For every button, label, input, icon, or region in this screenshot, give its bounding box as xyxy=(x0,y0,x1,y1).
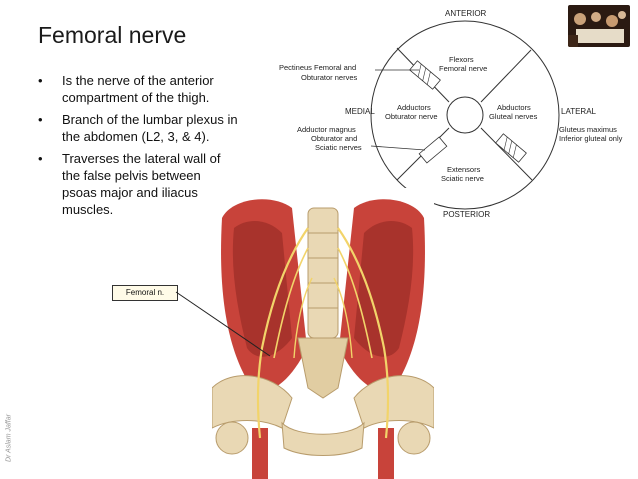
pectineus-label: Pectineus Femoral and xyxy=(279,63,356,72)
pelvis-anatomy-illustration xyxy=(212,188,434,479)
extensors-label: Extensors xyxy=(447,165,481,174)
medial-label: MEDIAL xyxy=(345,107,375,116)
bullet-list: • Is the nerve of the anterior compartme… xyxy=(38,72,238,223)
bullet-item: • Branch of the lumbar plexus in the abd… xyxy=(38,111,238,145)
flexors-label: Flexors xyxy=(449,55,474,64)
thigh-outline-circle xyxy=(370,20,560,210)
adductors-label: Obturator nerve xyxy=(385,112,438,121)
lateral-label: LATERAL xyxy=(561,107,597,116)
bullet-item: • Is the nerve of the anterior compartme… xyxy=(38,72,238,106)
abductors-label: Abductors xyxy=(497,103,531,112)
abductors-label: Gluteal nerves xyxy=(489,112,538,121)
femur-circle xyxy=(446,96,484,134)
nerve-bundle-icon xyxy=(409,60,441,90)
bullet-text: Is the nerve of the anterior compartment… xyxy=(62,73,214,105)
bullet-text: Traverses the lateral wall of the false … xyxy=(62,151,221,217)
nerve-bundle-icon xyxy=(495,133,527,163)
bullet-dot: • xyxy=(38,73,43,88)
adductors-label: Adductors xyxy=(397,103,431,112)
thigh-compartment-diagram: ANTERIOR POSTERIOR MEDIAL LATERAL Pectin… xyxy=(279,9,623,219)
pectineus-label: Obturator nerves xyxy=(301,73,358,82)
pointer-line xyxy=(370,145,426,151)
watermark-text: Dr Aslam Jaffar xyxy=(5,413,13,462)
septum-line xyxy=(480,127,533,181)
adductor-magnus-label: Sciatic nerves xyxy=(315,143,362,152)
gluteus-label: Inferior gluteal only xyxy=(559,134,623,143)
femoral-nerve-label: Femoral n. xyxy=(112,285,178,301)
flexors-label: Femoral nerve xyxy=(439,64,487,73)
extensors-label: Sciatic nerve xyxy=(441,174,484,183)
bullet-dot: • xyxy=(38,151,43,166)
adductor-magnus-label: Adductor magnus xyxy=(297,125,356,134)
bullet-dot: • xyxy=(38,112,43,127)
bullet-item: • Traverses the lateral wall of the fals… xyxy=(38,150,238,218)
gluteus-label: Gluteus maximus xyxy=(559,125,617,134)
thumbnail-image xyxy=(568,5,630,47)
septum-line xyxy=(480,49,532,103)
bullet-text: Branch of the lumbar plexus in the abdom… xyxy=(62,112,238,144)
slide-title: Femoral nerve xyxy=(38,22,187,48)
adductor-magnus-label: Obturator and xyxy=(311,134,357,143)
author-watermark: Dr Aslam Jaffar xyxy=(2,400,16,475)
anterior-label: ANTERIOR xyxy=(445,9,487,18)
nerve-bundle-icon xyxy=(418,136,448,164)
posterior-label: POSTERIOR xyxy=(443,210,490,219)
